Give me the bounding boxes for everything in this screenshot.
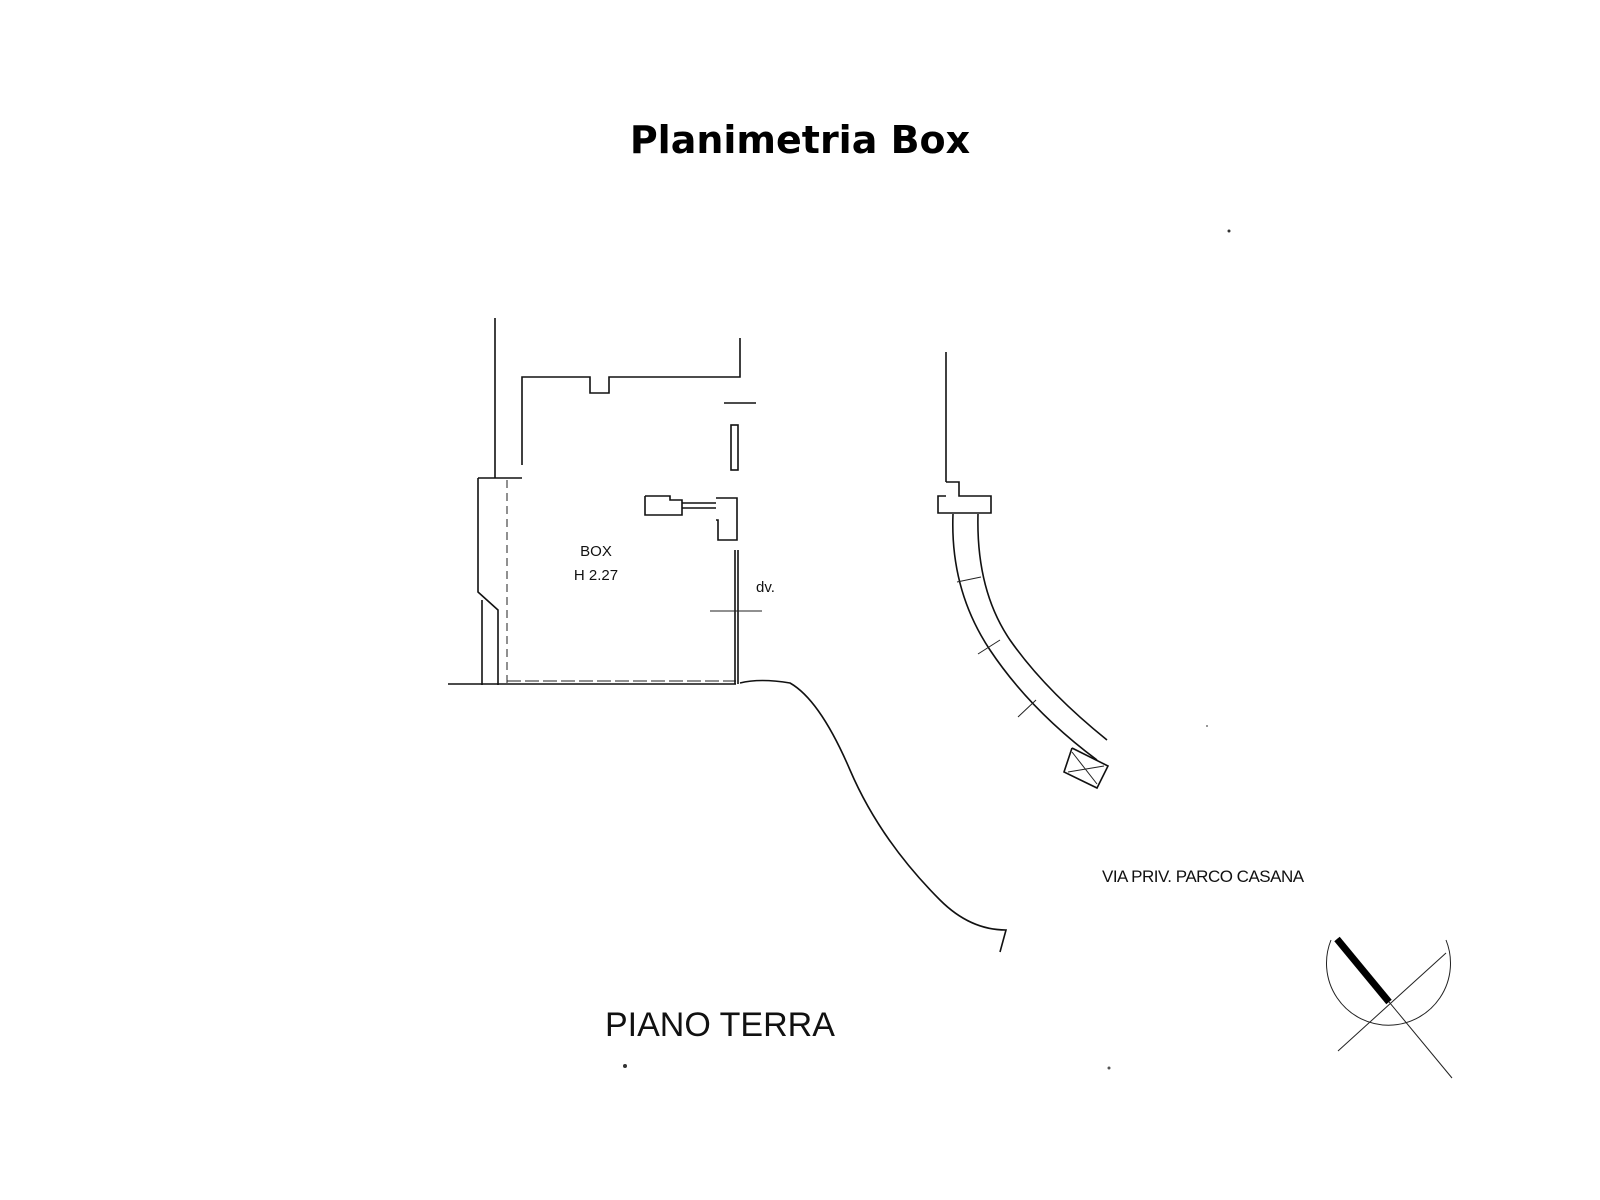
floor-label: PIANO TERRA [605, 1006, 835, 1044]
north-arrow-icon [1326, 936, 1453, 1079]
room-height-label: H 2.27 [574, 567, 618, 584]
street-label: VIA PRIV. PARCO CASANA [1102, 867, 1305, 886]
driveway-curve [739, 679, 1008, 953]
page-title: Planimetria Box [629, 118, 971, 162]
curved-wall [937, 352, 1110, 790]
note-label: dv. [756, 579, 775, 596]
box-room-walls [448, 318, 762, 685]
room-name-label: BOX [580, 543, 612, 560]
